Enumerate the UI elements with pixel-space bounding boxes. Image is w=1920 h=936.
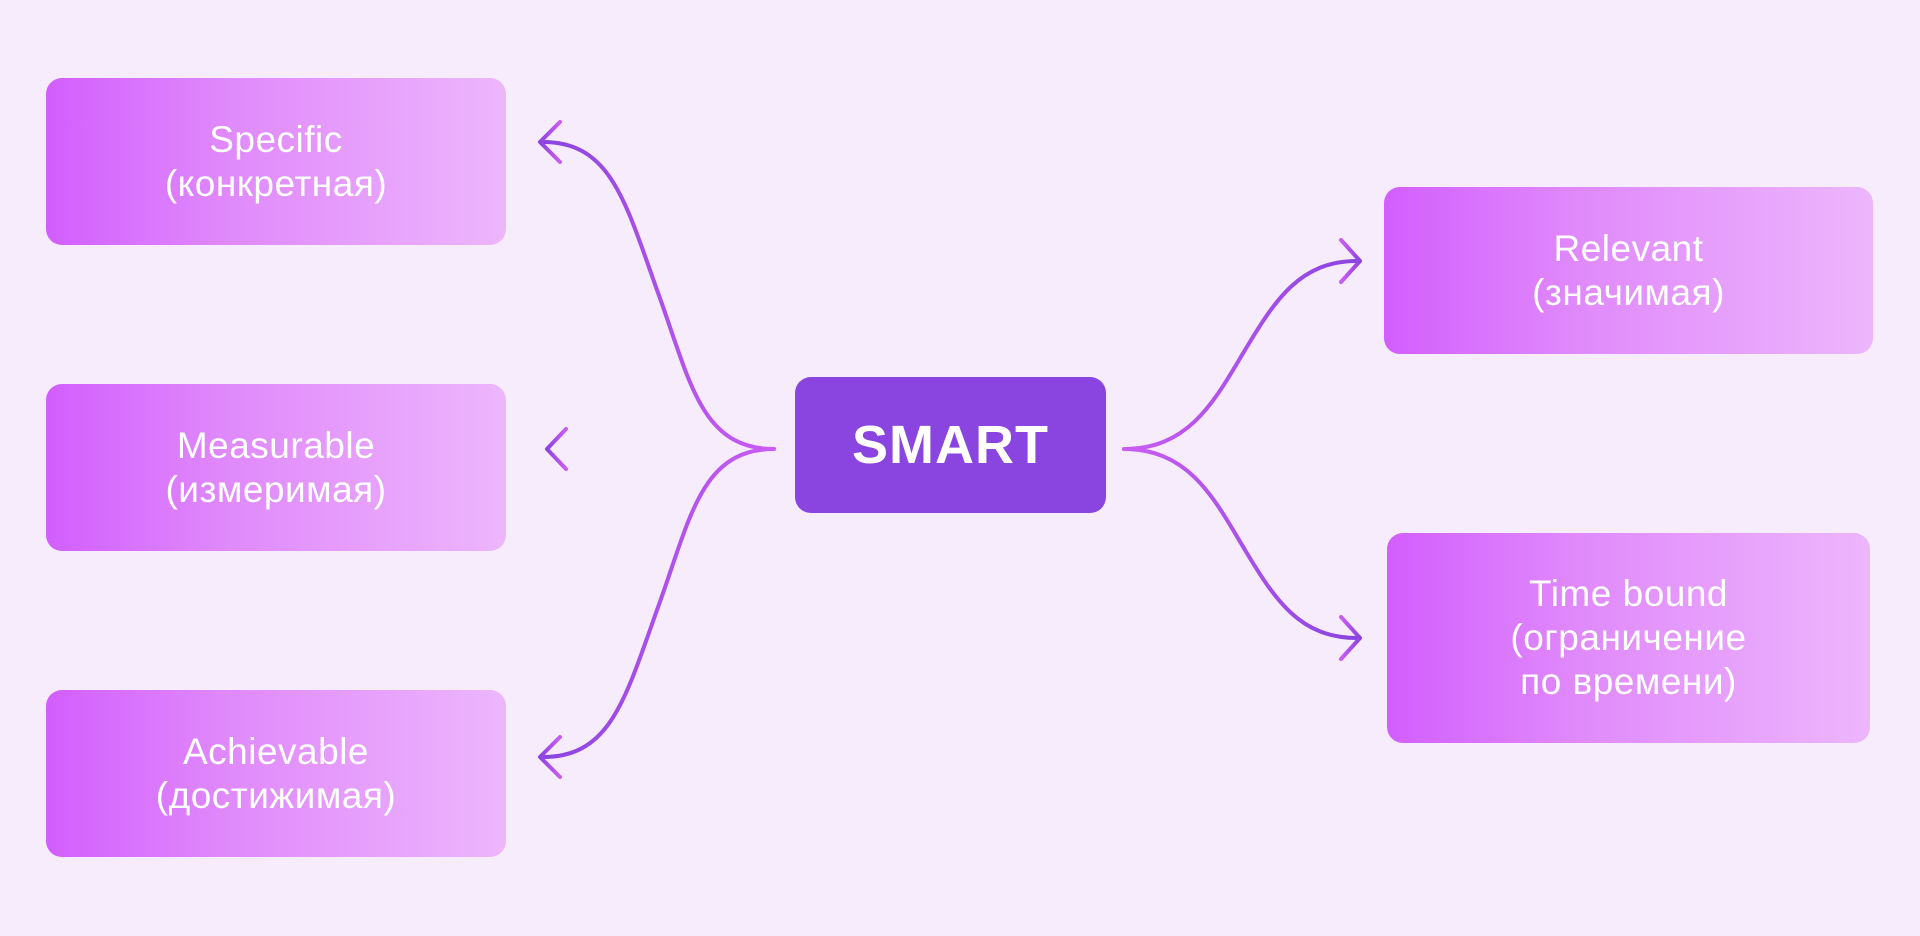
- node-title: Time bound: [1528, 573, 1728, 614]
- node-title: Relevant: [1553, 227, 1704, 269]
- node-measurable: Measurable (измеримая): [46, 384, 506, 551]
- node-achievable: Achievable (достижимая): [46, 690, 506, 857]
- arrowhead-measurable-icon: [545, 427, 568, 471]
- arrow-specific: [541, 140, 776, 451]
- arrowhead-timebound-icon: [1339, 615, 1362, 661]
- arrow-relevant: [1122, 259, 1359, 451]
- node-relevant: Relevant (значимая): [1384, 187, 1873, 354]
- node-subtitle: (конкретная): [164, 162, 388, 204]
- node-subtitle: (значимая): [1532, 271, 1725, 313]
- node-specific: Specific (конкретная): [46, 78, 506, 245]
- node-subtitle: (измеримая): [165, 468, 387, 510]
- arrowhead-achievable-icon: [538, 735, 562, 779]
- node-title: Measurable: [176, 424, 376, 466]
- node-title: Specific: [209, 118, 343, 160]
- node-time-bound: Time bound (ограничение по времени): [1387, 533, 1870, 743]
- arrow-achievable: [541, 447, 776, 759]
- node-subtitle: (ограничение: [1510, 617, 1747, 658]
- node-subtitle: (достижимая): [155, 774, 397, 816]
- arrow-timebound: [1122, 447, 1359, 640]
- center-node-smart: SMART: [795, 377, 1106, 513]
- arrowhead-relevant-icon: [1339, 238, 1362, 284]
- center-label: SMART: [852, 415, 1049, 475]
- arrowhead-specific-icon: [538, 120, 562, 164]
- node-title: Achievable: [182, 730, 369, 772]
- node-subtitle-line2: по времени): [1520, 661, 1737, 702]
